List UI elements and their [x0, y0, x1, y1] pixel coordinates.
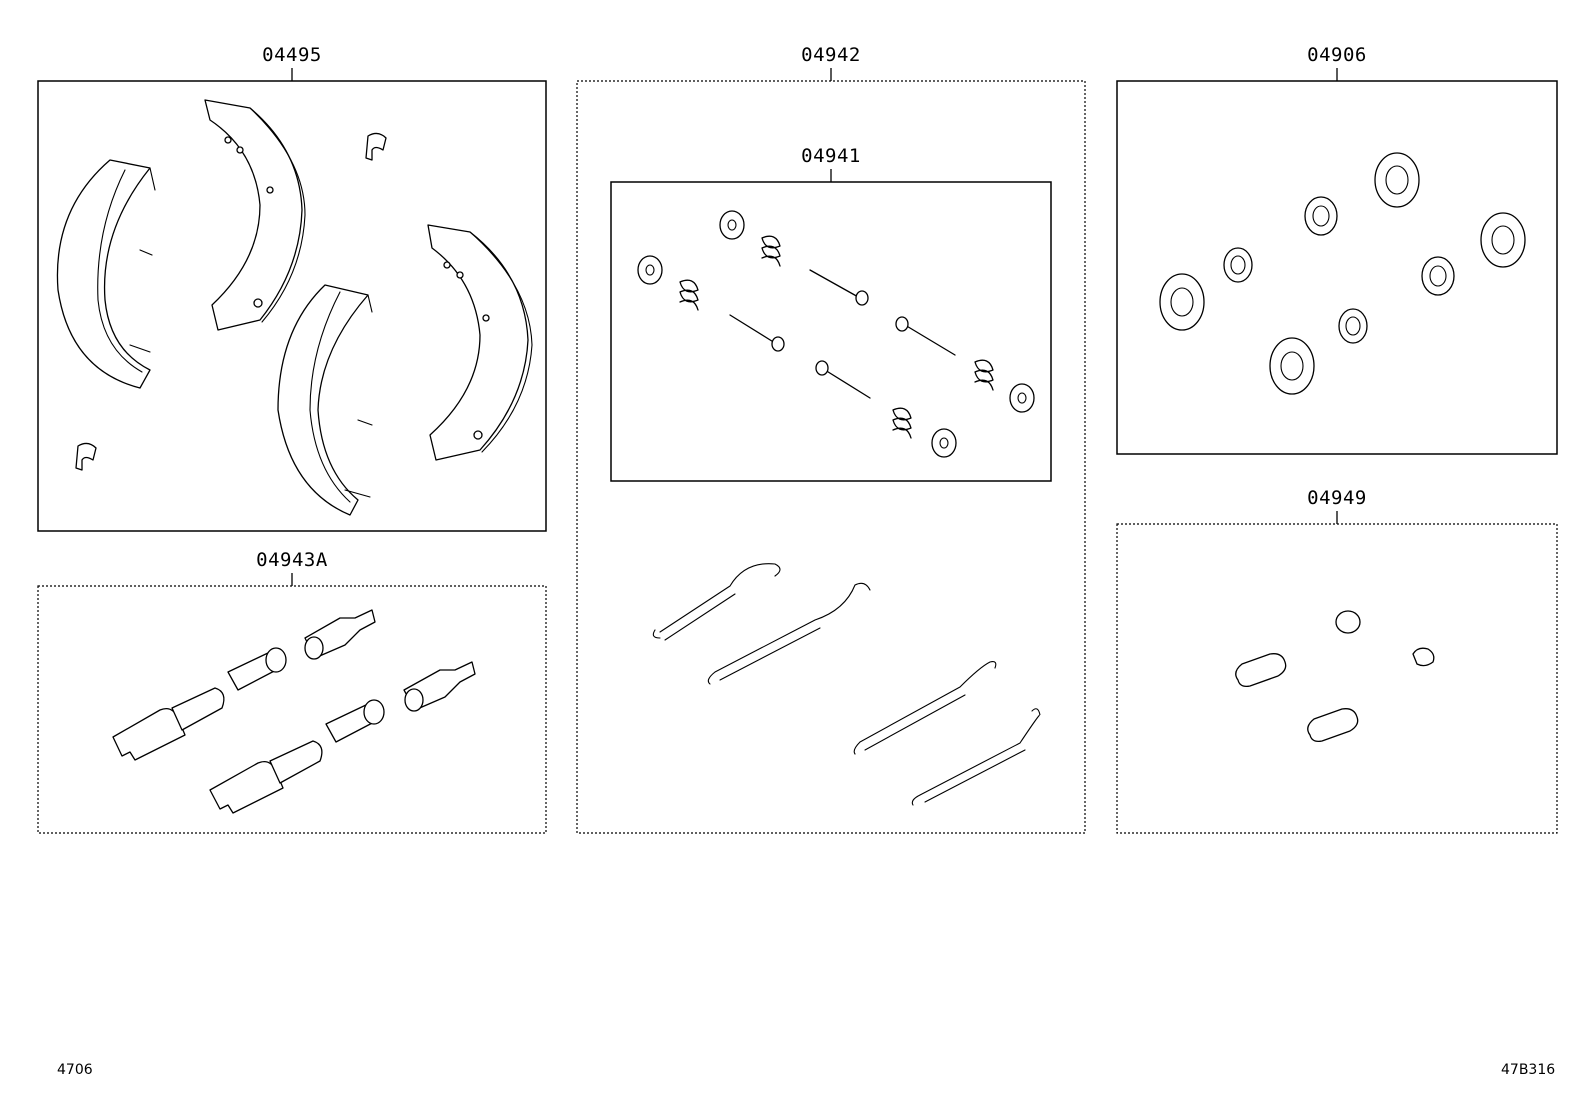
plugs-and-caps [1235, 610, 1435, 743]
brake-shoe-center-top [204, 99, 306, 331]
brake-shoe-center-bottom [277, 284, 373, 516]
group-box-04943A [37, 585, 547, 834]
group-box-04942 [576, 80, 1086, 834]
group-label-04941: 04941 [801, 145, 861, 167]
return-springs [652, 563, 1041, 806]
group-box-04941 [610, 181, 1052, 482]
group-box-04949 [1116, 523, 1558, 834]
group-box-04495 [37, 80, 547, 532]
footer-left-code: 4706 [57, 1062, 93, 1078]
footer-right-code: 47B316 [1501, 1062, 1556, 1078]
group-label-04906: 04906 [1307, 44, 1367, 66]
group-box-04906 [1116, 80, 1558, 455]
group-label-04943A: 04943A [256, 549, 328, 571]
group-label-04495: 04495 [262, 44, 322, 66]
group-label-04949: 04949 [1307, 487, 1367, 509]
group-label-04942: 04942 [801, 44, 861, 66]
shoe-clip-bottom [75, 442, 97, 471]
shoe-clip-top [365, 132, 387, 161]
brake-shoe-right [427, 224, 533, 461]
adjuster-assembly [112, 609, 476, 814]
cylinder-seals [1159, 152, 1526, 395]
hold-down-kit [637, 210, 1035, 458]
brake-shoe-left [56, 159, 156, 389]
